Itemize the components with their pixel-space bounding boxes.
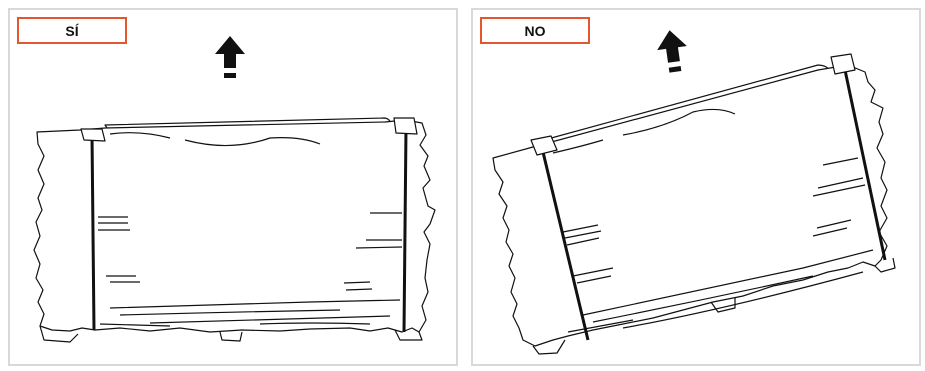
up-arrow-icon — [215, 36, 245, 78]
up-arrow-icon — [655, 28, 691, 74]
wrapped-pallet — [34, 118, 435, 342]
panel-correct: SÍ — [8, 8, 458, 366]
correct-illustration — [10, 10, 456, 364]
wrapped-pallet — [493, 54, 895, 354]
incorrect-illustration — [473, 10, 919, 364]
panel-incorrect: NO — [471, 8, 921, 366]
